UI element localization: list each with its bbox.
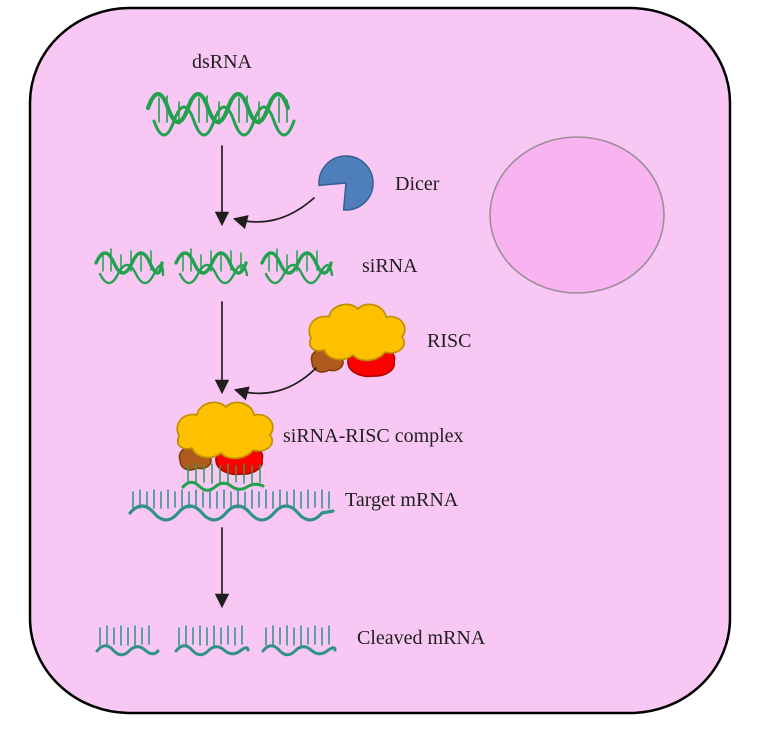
dicer-label: Dicer (395, 173, 440, 195)
dicer-enzyme-icon (318, 155, 374, 211)
sirna-fragment-2-rungs (182, 248, 242, 272)
sirna-fragment-2-bottom (178, 263, 249, 285)
target-mrna-strand (128, 489, 335, 522)
sirna-risc-complex-label: siRNA-RISC complex (283, 425, 464, 447)
nucleus (489, 136, 665, 294)
risc-action-arrow (233, 367, 317, 401)
cleaved-mrna-fragments (95, 625, 337, 657)
dsrna-strand-bottom (152, 105, 296, 137)
sirna-fragment-1 (94, 248, 165, 285)
cleaved-mrna-fragment-3 (261, 625, 337, 657)
bound-sirna-backbone (181, 480, 265, 492)
sirna-fragment-3-bottom (264, 263, 334, 285)
cleaved-mrna-fragment-2-backbone (174, 644, 250, 657)
sirna-fragments (94, 248, 334, 285)
cleaved-mrna-fragment-1 (95, 625, 160, 657)
sirna-fragment-2 (174, 248, 249, 285)
cleaved-mrna-fragment-1-teeth (99, 625, 150, 646)
dicer-action-arrow (232, 197, 315, 230)
sirna-fragment-1-bottom (98, 263, 165, 285)
dsrna-strand (145, 91, 296, 137)
cleaved-mrna-fragment-2 (174, 625, 250, 657)
target-mrna-label: Target mRNA (345, 489, 459, 511)
dsrna-rungs (158, 95, 288, 125)
sirna-label: siRNA (362, 255, 418, 277)
risc-label: RISC (427, 330, 471, 352)
bound-sirna-teeth (187, 463, 261, 484)
target-mrna-backbone (128, 504, 335, 522)
sirna-fragment-1-rungs (102, 248, 152, 272)
dsrna-strand-top (145, 91, 291, 125)
dsrna-label: dsRNA (192, 51, 253, 73)
cleaved-mrna-fragment-3-backbone (261, 644, 337, 657)
cleaved-mrna-fragment-2-teeth (178, 625, 243, 646)
sirna-fragment-3-rungs (268, 248, 318, 272)
cleaved-mrna-fragment-3-teeth (265, 625, 330, 646)
cleaved-mrna-fragment-1-backbone (95, 644, 160, 657)
target-mrna-teeth (132, 489, 330, 509)
cleaved-mrna-label: Cleaved mRNA (357, 627, 486, 649)
sirna-fragment-3 (260, 248, 334, 285)
bound-sirna-strand (181, 463, 265, 492)
